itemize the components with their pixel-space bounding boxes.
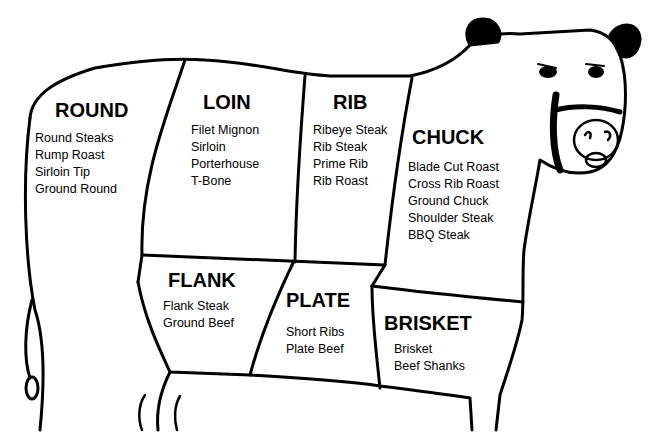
- cut-item: Sirloin Tip: [35, 164, 128, 181]
- cut-region: RIB Ribeye SteakRib SteakPrime RibRib Roa…: [313, 90, 387, 190]
- cut-item: Prime Rib: [313, 156, 387, 173]
- cut-item: Short Ribs: [286, 324, 350, 341]
- cut-region: LOIN Filet MignonSirloinPorterhouseT-Bone: [191, 90, 259, 190]
- cut-item: Ground Round: [35, 181, 128, 198]
- cut-item: Beef Shanks: [394, 358, 472, 375]
- cut-region: CHUCK Blade Cut RoastCross Rib RoastGroun…: [406, 125, 499, 244]
- cut-item: Shoulder Steak: [408, 210, 499, 227]
- cut-region: FLANK Flank SteakGround Beef: [163, 268, 236, 332]
- cut-item: Rib Roast: [313, 173, 387, 190]
- cut-name: FLANK: [168, 268, 236, 292]
- cut-item: Rump Roast: [35, 147, 128, 164]
- cut-region: PLATE Short RibsPlate Beef: [286, 288, 350, 358]
- cut-item: Brisket: [394, 341, 472, 358]
- cut-name: RIB: [333, 90, 387, 114]
- cut-name: CHUCK: [412, 125, 499, 149]
- cut-name: PLATE: [286, 288, 350, 312]
- cut-name: LOIN: [203, 90, 259, 114]
- cut-name: BRISKET: [384, 311, 472, 335]
- cut-item: Sirloin: [191, 139, 259, 156]
- cut-item: Flank Steak: [163, 298, 236, 315]
- cut-item: Round Steaks: [35, 130, 128, 147]
- cut-item: Ground Chuck: [408, 193, 499, 210]
- cut-item: BBQ Steak: [408, 227, 499, 244]
- cut-item: Porterhouse: [191, 156, 259, 173]
- cut-item: Ribeye Steak: [313, 122, 387, 139]
- cut-region: BRISKET BrisketBeef Shanks: [384, 311, 472, 375]
- cut-item: Filet Mignon: [191, 122, 259, 139]
- cut-item: Rib Steak: [313, 139, 387, 156]
- cut-item: Plate Beef: [286, 341, 350, 358]
- cut-name: ROUND: [55, 98, 128, 122]
- cut-item: Ground Beef: [163, 315, 236, 332]
- cut-item: Cross Rib Roast: [408, 176, 499, 193]
- cut-item: T-Bone: [191, 173, 259, 190]
- cut-region: ROUND Round SteaksRump RoastSirloin TipGr…: [35, 98, 128, 198]
- cut-item: Blade Cut Roast: [408, 159, 499, 176]
